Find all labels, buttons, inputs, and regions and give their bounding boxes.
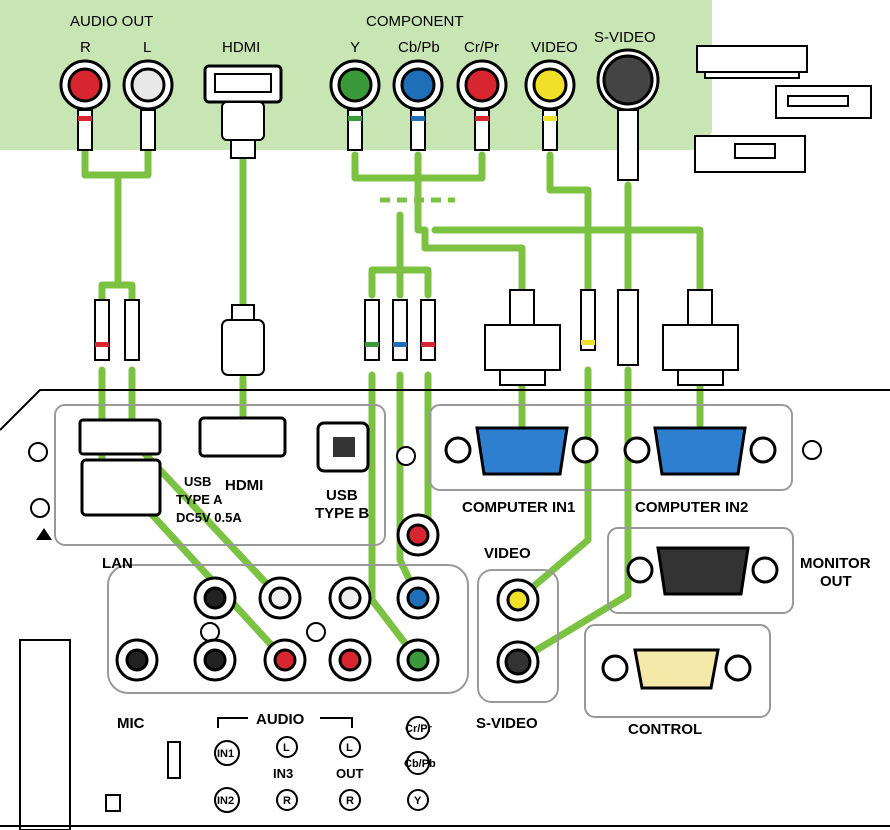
cable-component-branch xyxy=(368,211,432,299)
usb-type-a-port xyxy=(78,418,162,456)
monitor-out-port xyxy=(626,546,779,596)
label-cb-pb: Cb/Pb xyxy=(398,39,440,56)
plug-vga2-neck xyxy=(687,289,713,326)
label-video-source: VIDEO xyxy=(531,39,578,56)
kensington-lock-icon xyxy=(105,794,121,812)
label-s-video-panel: S-VIDEO xyxy=(476,715,538,732)
plug-vga1-neck xyxy=(509,289,535,326)
jack-comp-cb-ring xyxy=(400,67,436,103)
label-out-l: L xyxy=(346,742,353,754)
label-usb-type-a-3: DC5V 0.5A xyxy=(176,510,242,525)
label-y: Y xyxy=(350,39,360,56)
label-control: CONTROL xyxy=(628,721,702,738)
screw-markers xyxy=(28,440,822,642)
label-in1: IN1 xyxy=(217,748,234,760)
label-audio: AUDIO xyxy=(256,711,305,728)
label-audio-l: L xyxy=(143,39,151,56)
label-component: COMPONENT xyxy=(366,13,464,30)
port-group-monitor xyxy=(607,527,794,614)
label-in3-r: R xyxy=(283,795,291,807)
label-in3: IN3 xyxy=(273,766,293,781)
port-group-audio xyxy=(107,564,469,694)
label-out-r: R xyxy=(346,795,354,807)
plug-hdmi-low xyxy=(221,319,265,376)
label-usb-type-b-2: TYPE B xyxy=(315,505,369,522)
label-usb-type-a-2: TYPE A xyxy=(176,492,223,507)
panel-foot xyxy=(19,639,71,830)
label-out: OUT xyxy=(336,766,364,781)
plug-audio-l-low xyxy=(124,299,140,361)
label-computer-in1: COMPUTER IN1 xyxy=(462,499,575,516)
projector-panel-outline xyxy=(0,389,890,431)
dvd-player-icon xyxy=(696,45,808,79)
plug-video-low xyxy=(580,289,596,351)
hdmi-source-port-inner xyxy=(214,73,272,93)
port-group-lan-usb xyxy=(54,404,386,546)
lan-port xyxy=(80,458,162,517)
plug-comp-cr-low xyxy=(420,299,436,361)
plug-s-video-top xyxy=(617,109,639,181)
cable-video xyxy=(516,151,592,602)
jack-s-video-ring xyxy=(602,54,654,106)
label-in3-l: L xyxy=(283,742,290,754)
plug-color-bands xyxy=(78,116,595,347)
computer-in2-port xyxy=(623,426,777,476)
label-cr-pr-panel: Cr/Pr xyxy=(405,723,433,735)
warning-triangle-icon xyxy=(36,528,52,540)
label-s-video-source: S-VIDEO xyxy=(594,29,656,46)
audio-pill-labels xyxy=(214,716,430,813)
plug-hdmi-low-neck xyxy=(231,304,255,321)
label-audio-out: AUDIO OUT xyxy=(70,13,153,30)
cable-component xyxy=(351,151,704,294)
usb-type-b-port-inner xyxy=(333,437,355,457)
security-slot xyxy=(167,741,181,779)
plug-comp-cb-low xyxy=(392,299,408,361)
jack-comp-cr-ring xyxy=(464,67,500,103)
jack-video-ring xyxy=(532,67,568,103)
label-monitor-out-1: MONITOR xyxy=(800,555,871,572)
hdmi-panel-port xyxy=(198,416,287,458)
label-usb-type-a-1: USB xyxy=(184,474,211,489)
label-cb-pb-panel: Cb/Pb xyxy=(404,758,436,770)
label-video-panel: VIDEO xyxy=(484,545,531,562)
label-hdmi-panel: HDMI xyxy=(225,477,263,494)
plug-hdmi-top xyxy=(221,101,265,141)
plug-audio-r-low xyxy=(94,299,110,361)
audio-bracket xyxy=(217,717,353,728)
port-group-computer xyxy=(429,404,793,491)
label-audio-r: R xyxy=(80,39,91,56)
plug-vga1-head xyxy=(499,369,546,386)
label-usb-type-b-1: USB xyxy=(326,487,358,504)
cable-comp-y-to-panel xyxy=(368,371,422,664)
jack-audio-r-ring xyxy=(67,67,103,103)
label-mic: MIC xyxy=(117,715,145,732)
port-group-control xyxy=(584,624,771,718)
jack-audio-l-ring xyxy=(130,67,166,103)
label-y-panel: Y xyxy=(414,795,422,807)
video-deck-icon xyxy=(694,135,806,173)
source-jacks xyxy=(59,48,660,112)
plug-vga1-body xyxy=(484,324,561,371)
cable-audio-in xyxy=(81,146,152,304)
label-hdmi-source: HDMI xyxy=(222,39,260,56)
label-monitor-out-2: OUT xyxy=(820,573,852,590)
plug-vga2-head xyxy=(677,369,724,386)
computer-in1-port xyxy=(444,426,599,476)
label-lan: LAN xyxy=(102,555,133,572)
panel-jacks xyxy=(115,513,540,684)
control-port xyxy=(601,648,752,690)
port-group-video xyxy=(477,569,559,703)
plug-hdmi-top-neck xyxy=(230,139,256,159)
label-in2: IN2 xyxy=(217,795,234,807)
label-cr-pr: Cr/Pr xyxy=(464,39,499,56)
plug-comp-y-low xyxy=(364,299,380,361)
plug-audio-l-top xyxy=(140,109,156,151)
plug-vga2-body xyxy=(662,324,739,371)
label-computer-in2: COMPUTER IN2 xyxy=(635,499,748,516)
jack-comp-y-ring xyxy=(337,67,373,103)
vcr-icon xyxy=(775,85,872,119)
plug-s-video-low xyxy=(617,289,639,366)
